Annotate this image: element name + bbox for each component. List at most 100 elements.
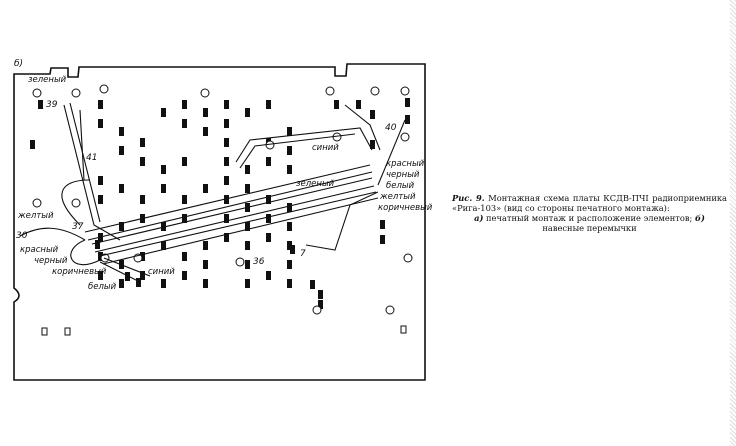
solder-pad — [98, 176, 103, 185]
solder-pad — [98, 119, 103, 128]
wire-label: желтый — [379, 192, 416, 202]
wire-label: белый — [88, 282, 117, 292]
solder-pad — [245, 260, 250, 269]
solder-pad — [161, 108, 166, 117]
solder-pad — [182, 119, 187, 128]
solder-pad — [266, 233, 271, 242]
solder-pad — [182, 100, 187, 109]
solder-pad — [224, 100, 229, 109]
wire-label: желтый — [17, 211, 54, 221]
mounting-hole — [403, 253, 413, 263]
solder-pad — [30, 140, 35, 149]
wire-label: красный — [386, 159, 425, 169]
wire-label: белый — [386, 181, 415, 191]
solder-pad — [161, 279, 166, 288]
solder-pad — [287, 203, 292, 212]
wire-bundle — [19, 102, 406, 283]
mounting-hole — [32, 88, 42, 98]
solder-pad — [224, 157, 229, 166]
solder-pad — [287, 241, 292, 250]
mount-slot — [41, 327, 48, 336]
solder-pad — [287, 279, 292, 288]
solder-pad — [98, 100, 103, 109]
mounting-hole — [200, 88, 210, 98]
caption-title: Монтажная схема платы КСДВ-ПЧІ радиоприе… — [452, 193, 728, 213]
solder-pad — [287, 222, 292, 231]
pin-number: 40 — [385, 123, 397, 133]
mounting-hole — [71, 88, 81, 98]
solder-pad — [245, 222, 250, 231]
solder-pad — [318, 300, 323, 309]
mounting-hole — [235, 257, 245, 267]
solder-pad — [405, 115, 410, 124]
solder-pad — [224, 138, 229, 147]
pin-number: 37 — [72, 222, 84, 232]
solder-pad — [161, 184, 166, 193]
solder-pad — [119, 184, 124, 193]
mounting-hole — [99, 84, 109, 94]
solder-pad — [203, 184, 208, 193]
solder-pad — [224, 176, 229, 185]
solder-pad — [318, 290, 323, 299]
pin-number: 41 — [86, 153, 97, 163]
solder-pad — [161, 165, 166, 174]
solder-pad — [203, 260, 208, 269]
wire-label: коричневый — [52, 267, 107, 277]
wire-label: синий — [312, 143, 339, 153]
caption-a-text: печатный монтаж и расположение элементов… — [486, 213, 693, 223]
wire-label: черный — [386, 170, 420, 180]
solder-pad — [370, 110, 375, 119]
solder-pad — [310, 280, 315, 289]
mounting-hole — [71, 198, 81, 208]
solder-pad — [182, 271, 187, 280]
mount-slot — [64, 327, 71, 336]
mounting-hole — [370, 86, 380, 96]
solder-pad — [203, 279, 208, 288]
solder-pad — [266, 157, 271, 166]
solder-pad — [224, 119, 229, 128]
caption-prefix: Рис. 9. — [452, 193, 485, 203]
panel-label: б) — [14, 59, 23, 69]
solder-pad — [140, 271, 145, 280]
solder-pad — [98, 252, 103, 261]
caption-b-mark: б) — [695, 213, 705, 223]
solder-pad — [95, 240, 100, 249]
wire-label: коричневый — [378, 203, 433, 213]
solder-pad — [287, 146, 292, 155]
solder-pad — [334, 100, 339, 109]
solder-pad — [266, 271, 271, 280]
solder-pad — [119, 127, 124, 136]
solder-pad — [119, 146, 124, 155]
solder-pad — [182, 157, 187, 166]
solder-pad — [380, 235, 385, 244]
solder-pad — [161, 222, 166, 231]
solder-pad — [140, 157, 145, 166]
board-outline — [13, 63, 426, 381]
solder-pad — [266, 195, 271, 204]
solder-pad — [245, 184, 250, 193]
solder-pad — [266, 214, 271, 223]
mounting-hole — [385, 305, 395, 315]
solder-pad — [245, 165, 250, 174]
solder-pad — [380, 220, 385, 229]
solder-pad — [140, 138, 145, 147]
wire-label: зеленый — [28, 75, 67, 85]
page-edge — [730, 0, 736, 446]
solder-pad — [203, 127, 208, 136]
solder-pad — [287, 260, 292, 269]
solder-pad — [182, 214, 187, 223]
solder-pad — [290, 245, 295, 254]
pin-number: 30 — [16, 231, 28, 241]
solder-pad — [203, 241, 208, 250]
wire-label: красный — [20, 245, 59, 255]
solder-pad — [370, 140, 375, 149]
solder-pad — [98, 271, 103, 280]
solder-pad — [161, 241, 166, 250]
solder-pad — [356, 100, 361, 109]
mount-slot — [400, 325, 407, 334]
solder-pad — [224, 214, 229, 223]
pin-number: 39 — [46, 100, 58, 110]
solder-pad — [38, 100, 43, 109]
mounting-hole — [312, 305, 322, 315]
solder-pad — [182, 252, 187, 261]
